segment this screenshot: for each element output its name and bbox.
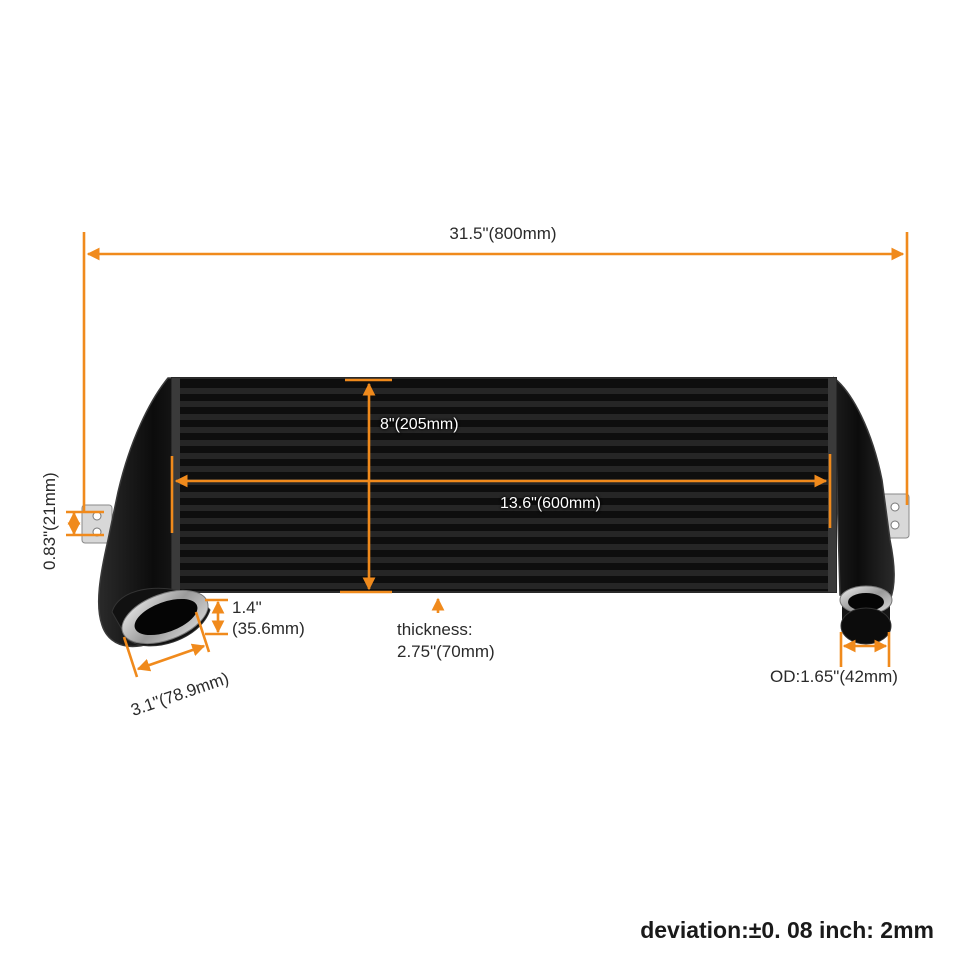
thickness-label: thickness: 2.75"(70mm) [397, 619, 495, 663]
inlet-height-label: 1.4" (35.6mm) [232, 597, 305, 639]
core-tube-row [180, 427, 828, 433]
core-width-label: 13.6"(600mm) [500, 495, 601, 512]
thickness-value: 2.75"(70mm) [397, 642, 495, 661]
tolerance-note: deviation:±0. 08 inch: 2mm [640, 917, 934, 943]
core-tube-row [180, 557, 828, 563]
outlet-pipe [839, 585, 893, 645]
intercooler-core [171, 377, 837, 593]
inlet-pipe [111, 587, 211, 647]
core-tube-row [180, 531, 828, 537]
core-tube-row [180, 466, 828, 472]
core-tube-row [180, 544, 828, 550]
inlet-width-tick-left [122, 636, 139, 678]
core-tube-row [180, 492, 828, 498]
dimension-lines [66, 232, 909, 678]
inlet-width-tick-right [194, 611, 211, 653]
inlet-width-arrow [136, 643, 206, 672]
core-tube-row [180, 518, 828, 524]
core-tube-row [180, 440, 828, 446]
core-tube-row [180, 505, 828, 511]
inlet-height-inch: 1.4" [232, 598, 262, 617]
outlet-od-label: OD:1.65"(42mm) [770, 667, 898, 686]
core-tube-row [180, 401, 828, 407]
core-tube-row [180, 453, 828, 459]
thickness-caption: thickness: [397, 620, 473, 639]
bracket-height-label: 0.83"(21mm) [40, 472, 59, 570]
core-tube-row [180, 583, 828, 589]
core-height-label: 8"(205mm) [380, 416, 459, 433]
inlet-height-mm: (35.6mm) [232, 619, 305, 638]
core-tube-row [180, 388, 828, 394]
right-end-tank [833, 376, 895, 601]
core-tube-row [180, 570, 828, 576]
core-tube-row [180, 414, 828, 420]
overall-width-label: 31.5"(800mm) [449, 224, 557, 243]
